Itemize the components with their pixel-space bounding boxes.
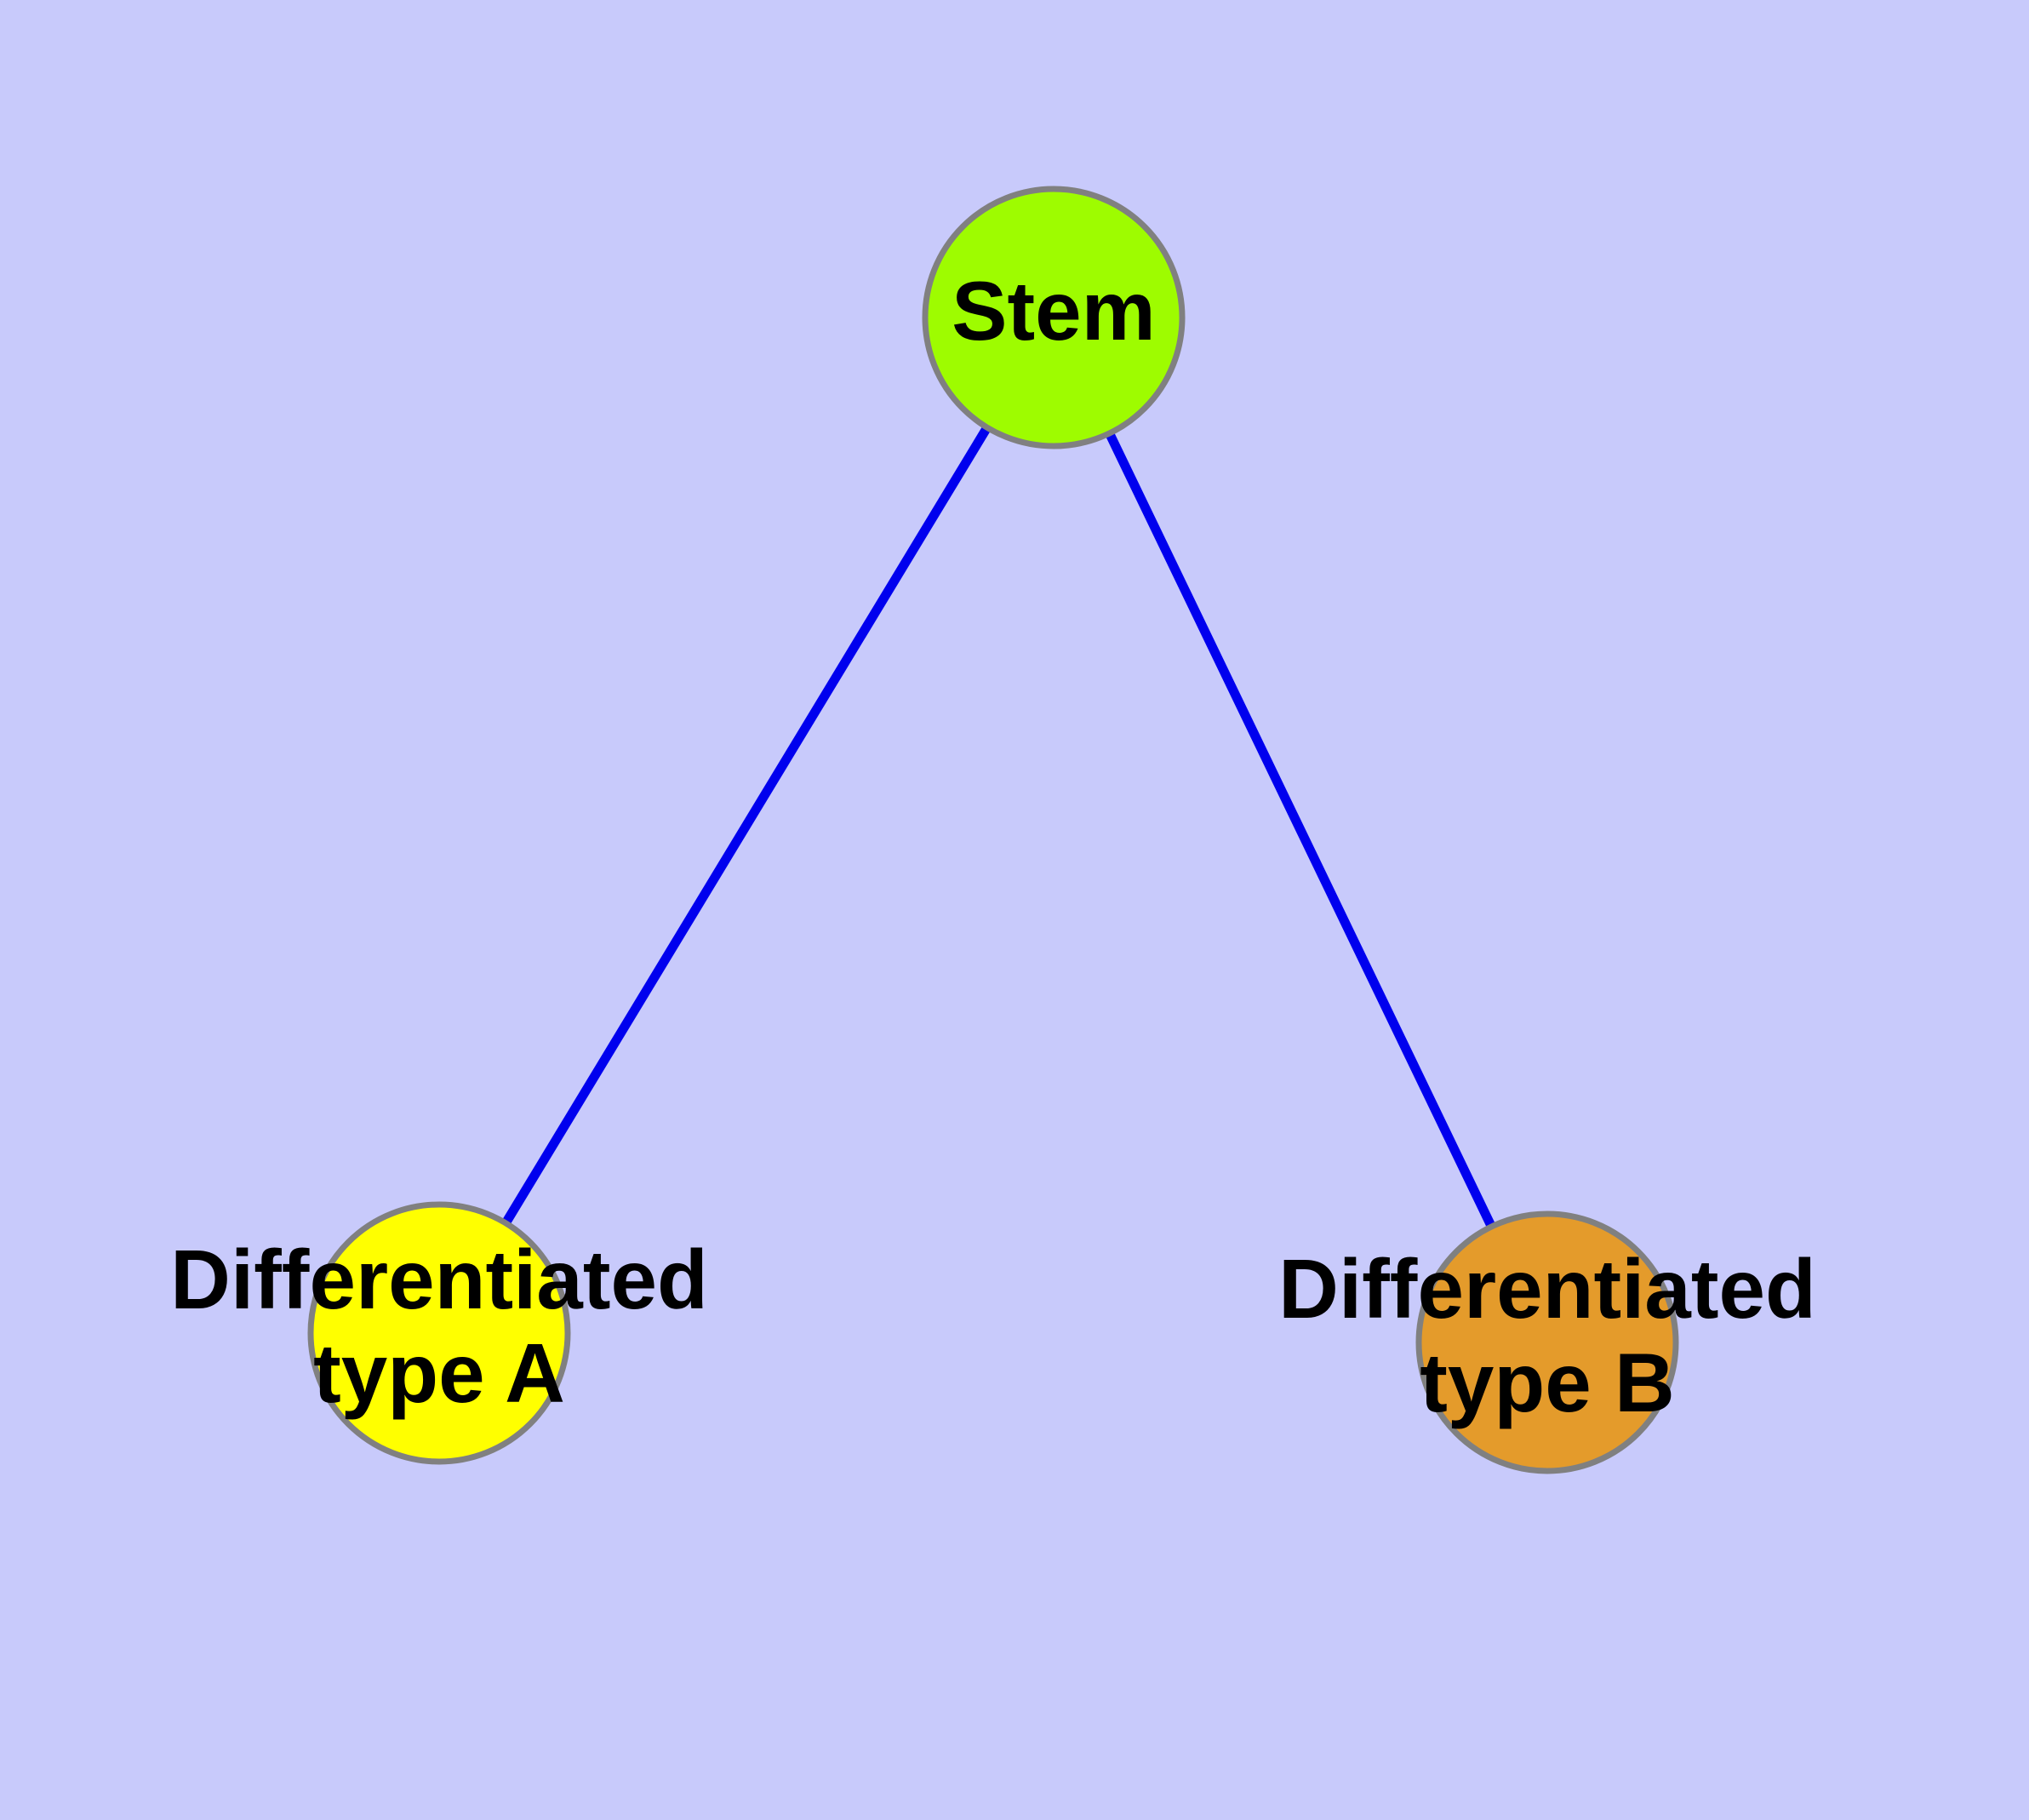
node-differentiated-type-a-circle[interactable]	[307, 1201, 571, 1465]
edge-stem-to-differentiated-type-b	[1049, 315, 1552, 1345]
node-label-line: type B	[1420, 1336, 1675, 1429]
node-label-line: Stem	[952, 264, 1156, 358]
edge-stem-to-differentiated-type-a	[435, 315, 1058, 1336]
node-stem-label: Stem	[952, 264, 1156, 358]
nodes-layer	[307, 186, 1679, 1474]
node-differentiated-type-b[interactable]	[1415, 1210, 1679, 1474]
edges-layer	[435, 315, 1552, 1345]
node-stem[interactable]	[922, 186, 1186, 449]
node-differentiated-type-a[interactable]	[307, 1201, 571, 1465]
node-differentiated-type-b-circle[interactable]	[1415, 1210, 1679, 1474]
node-stem-circle[interactable]	[922, 186, 1186, 449]
node-label-line: Differentiated	[1278, 1242, 1816, 1336]
node-label-line: Differentiated	[170, 1233, 708, 1326]
node-label-line: type A	[313, 1326, 565, 1420]
